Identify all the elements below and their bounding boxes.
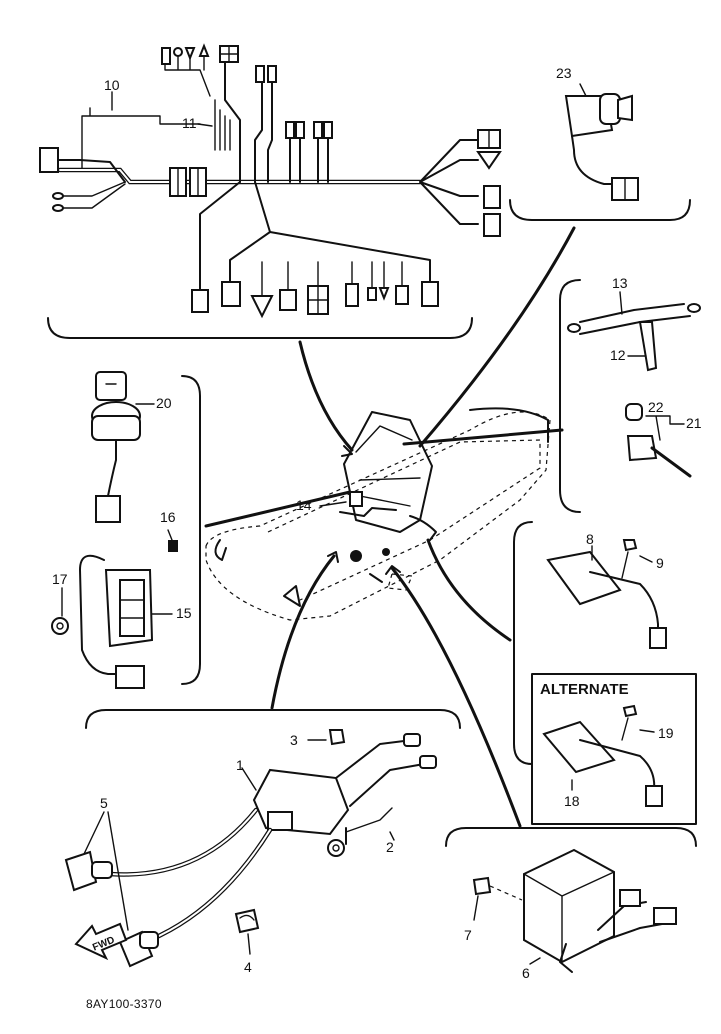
leader-lines: [204, 226, 576, 828]
callout-18: 18: [564, 793, 580, 809]
fwd-arrow: FWD: [74, 922, 128, 961]
callout-4: 4: [244, 959, 252, 975]
callout-17: 17: [52, 571, 68, 587]
callout-21: 21: [686, 415, 702, 431]
parts-15-16-17-20-group: 20 16 15 17: [51, 371, 201, 689]
callout-11: 11: [182, 115, 197, 131]
parts-12-13-21-22-group: 13 12 22 21: [559, 275, 702, 513]
alternate-box: [531, 673, 697, 825]
callout-2: 2: [386, 839, 394, 855]
callout-20: 20: [156, 395, 172, 411]
callout-3: 3: [290, 732, 298, 748]
callout-9: 9: [656, 555, 664, 571]
callout-23: 23: [556, 65, 572, 81]
vehicle-outline-group: 14: [205, 407, 551, 621]
parts-8-9-18-19-group: 9 8 ALTERNATE 19 18: [513, 521, 697, 825]
callout-7: 7: [464, 927, 472, 943]
callout-10: 10: [104, 77, 120, 93]
callout-5: 5: [100, 795, 108, 811]
callout-16: 16: [160, 509, 176, 525]
drawing-code: 8AY100-3370: [86, 997, 162, 1011]
cdi-unit-group: 6 7: [445, 827, 697, 981]
callout-15: 15: [176, 605, 192, 621]
wire-harness-group: 10 11: [39, 43, 502, 339]
ignition-coil-group: 3 1 2 5 FWD 4: [64, 709, 461, 975]
callout-22: 22: [648, 399, 664, 415]
callout-1: 1: [236, 757, 244, 773]
alternate-label: ALTERNATE: [540, 681, 629, 698]
callout-8: 8: [586, 531, 594, 547]
callout-6: 6: [522, 965, 530, 981]
callout-12: 12: [610, 347, 626, 363]
callout-13: 13: [612, 275, 628, 291]
callout-19: 19: [658, 725, 674, 741]
relay-23-group: 23: [509, 65, 691, 221]
